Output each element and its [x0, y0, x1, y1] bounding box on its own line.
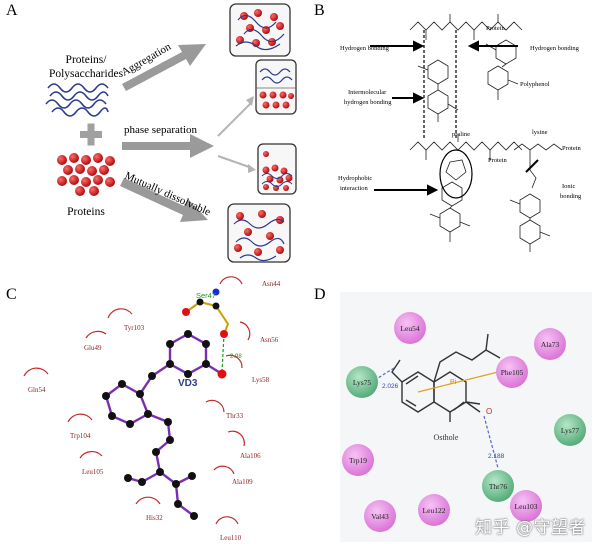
watermark: 知乎 @守望者 — [475, 518, 586, 538]
residue-label-4: Lys58 — [252, 376, 270, 384]
hbond-dashes — [423, 30, 457, 140]
panel-c: C — [0, 272, 300, 544]
residue-label-10: Ala109 — [232, 478, 253, 486]
residue-label-12: Leu110 — [220, 534, 242, 542]
ser-bonds — [185, 300, 230, 335]
label-proline: praline — [452, 131, 470, 138]
carbonyl-oxygen: O — [486, 407, 492, 416]
vessel-phase-top — [255, 59, 297, 115]
panel-a: A — [0, 0, 300, 272]
label-vd3: VD3 — [178, 378, 198, 389]
label-hbond-distance: 2.98 — [230, 354, 242, 360]
label-mutually-dissolvable: Mutually dissolvable — [123, 170, 213, 219]
ser-oxygen — [220, 330, 228, 338]
panel-b: B — [300, 0, 600, 272]
label-proteins-polysaccharides-1: Proteins/ — [66, 54, 108, 66]
arrow-phase-separation — [122, 134, 214, 158]
label-hbond-right: Hydrogen bonding — [530, 45, 580, 52]
hydrophobic-circle — [439, 149, 473, 199]
residue-label-8: Ala106 — [240, 452, 261, 460]
residue-label-7: Trp104 — [70, 432, 91, 440]
label-dist-1: 2.026 — [382, 383, 399, 390]
residue-label-ala73: Ala73 — [541, 340, 560, 349]
label-protein-mid: Protein — [488, 157, 508, 164]
osthole-structure — [391, 333, 501, 422]
residue-circles — [342, 312, 586, 532]
panel-b-graphic: Protein Hydrogen bonding Hydrogen bondin… — [338, 14, 582, 252]
arrow-dissolvable — [120, 178, 208, 222]
residue-label-2: Asn56 — [260, 336, 279, 344]
vessel-aggregation — [229, 3, 291, 57]
ser-nitrogen — [212, 288, 220, 296]
residue-label-lys77: Lys77 — [561, 426, 580, 435]
label-dist-2: 2.188 — [488, 453, 505, 460]
vessel-phase-bottom — [257, 143, 297, 195]
panel-a-graphic: Proteins/ Polysaccharides Proteins Aggre… — [45, 3, 297, 263]
label-ionic-1: Ionic — [562, 183, 575, 190]
panel-b-letter: B — [314, 2, 325, 19]
label-hbond-left: Hydrogen bonding — [340, 45, 390, 52]
label-arrows — [370, 40, 539, 196]
residue-arcs — [23, 276, 251, 525]
vessel-dissolvable — [227, 203, 291, 263]
hbond-thr76 — [483, 415, 499, 469]
residue-label-thr76: Thr76 — [489, 482, 508, 491]
hbond-lys75 — [377, 367, 395, 379]
molecular-structures — [409, 14, 563, 252]
protein-spheres — [57, 153, 115, 196]
panel-d-letter: D — [314, 286, 326, 303]
residue-label-9: Leu105 — [82, 468, 104, 476]
arrow-split — [217, 101, 253, 169]
label-intermolecular-1: Intermolecular — [348, 89, 387, 96]
label-proteins-polysaccharides-2: Polysaccharides — [49, 68, 124, 80]
label-ionic-2: bonding — [560, 193, 582, 200]
ser-oxygen-2 — [182, 308, 190, 316]
hbond-line — [221, 333, 225, 373]
panel-d: D O — [300, 272, 600, 544]
residue-label-0: Asn44 — [262, 280, 281, 288]
residue-label-val43: Val43 — [371, 512, 389, 521]
plus-icon — [80, 123, 102, 146]
label-ser47: Ser47 — [196, 291, 216, 300]
panel-c-graphic: Asn44 Tyr103 Asn56 Glu49 Lys58 Gln54 Thr… — [23, 276, 281, 542]
pi-interaction — [417, 369, 507, 393]
oxygen-atom — [217, 369, 227, 379]
label-protein-right: Protein — [562, 145, 582, 152]
label-proteins: Proteins — [67, 206, 105, 218]
label-osthole: Osthole — [434, 433, 459, 442]
panel-d-graphic: O Leu54 Ala73 Phe105 Trp19 Val43 Leu122 … — [340, 292, 592, 542]
label-intermolecular-2: hydrogen bonding — [344, 99, 392, 106]
residue-label-trp19: Trp19 — [349, 456, 367, 465]
label-pi: Pi — [450, 379, 457, 386]
residue-label-leu122: Leu122 — [423, 506, 446, 515]
residue-label-lys75: Lys75 — [353, 378, 372, 387]
residue-label-11: His32 — [146, 514, 163, 522]
label-hydrophobic-2: interaction — [340, 185, 369, 192]
residue-label-leu103: Leu103 — [515, 502, 538, 511]
residue-label-3: Glu49 — [84, 344, 102, 352]
label-phase-separation: phase separation — [124, 124, 197, 136]
residue-label-1: Tyr103 — [124, 324, 145, 332]
residue-label-leu54: Leu54 — [400, 324, 419, 333]
ligand-atoms — [102, 298, 220, 520]
polymer-chains — [45, 83, 109, 117]
label-hydrophobic-1: Hydrophobic — [338, 175, 372, 182]
label-polyphenol: Polyphenol — [520, 81, 550, 88]
residue-label-5: Gln54 — [28, 386, 46, 394]
residue-label-phe105: Phe105 — [501, 368, 524, 377]
residue-label-6: Thr33 — [226, 412, 244, 420]
label-lysine: lysine — [532, 129, 548, 136]
panel-a-letter: A — [6, 2, 18, 19]
arrow-aggregation — [122, 44, 206, 91]
label-protein-top: Protein — [486, 25, 506, 32]
panel-c-letter: C — [6, 286, 17, 303]
